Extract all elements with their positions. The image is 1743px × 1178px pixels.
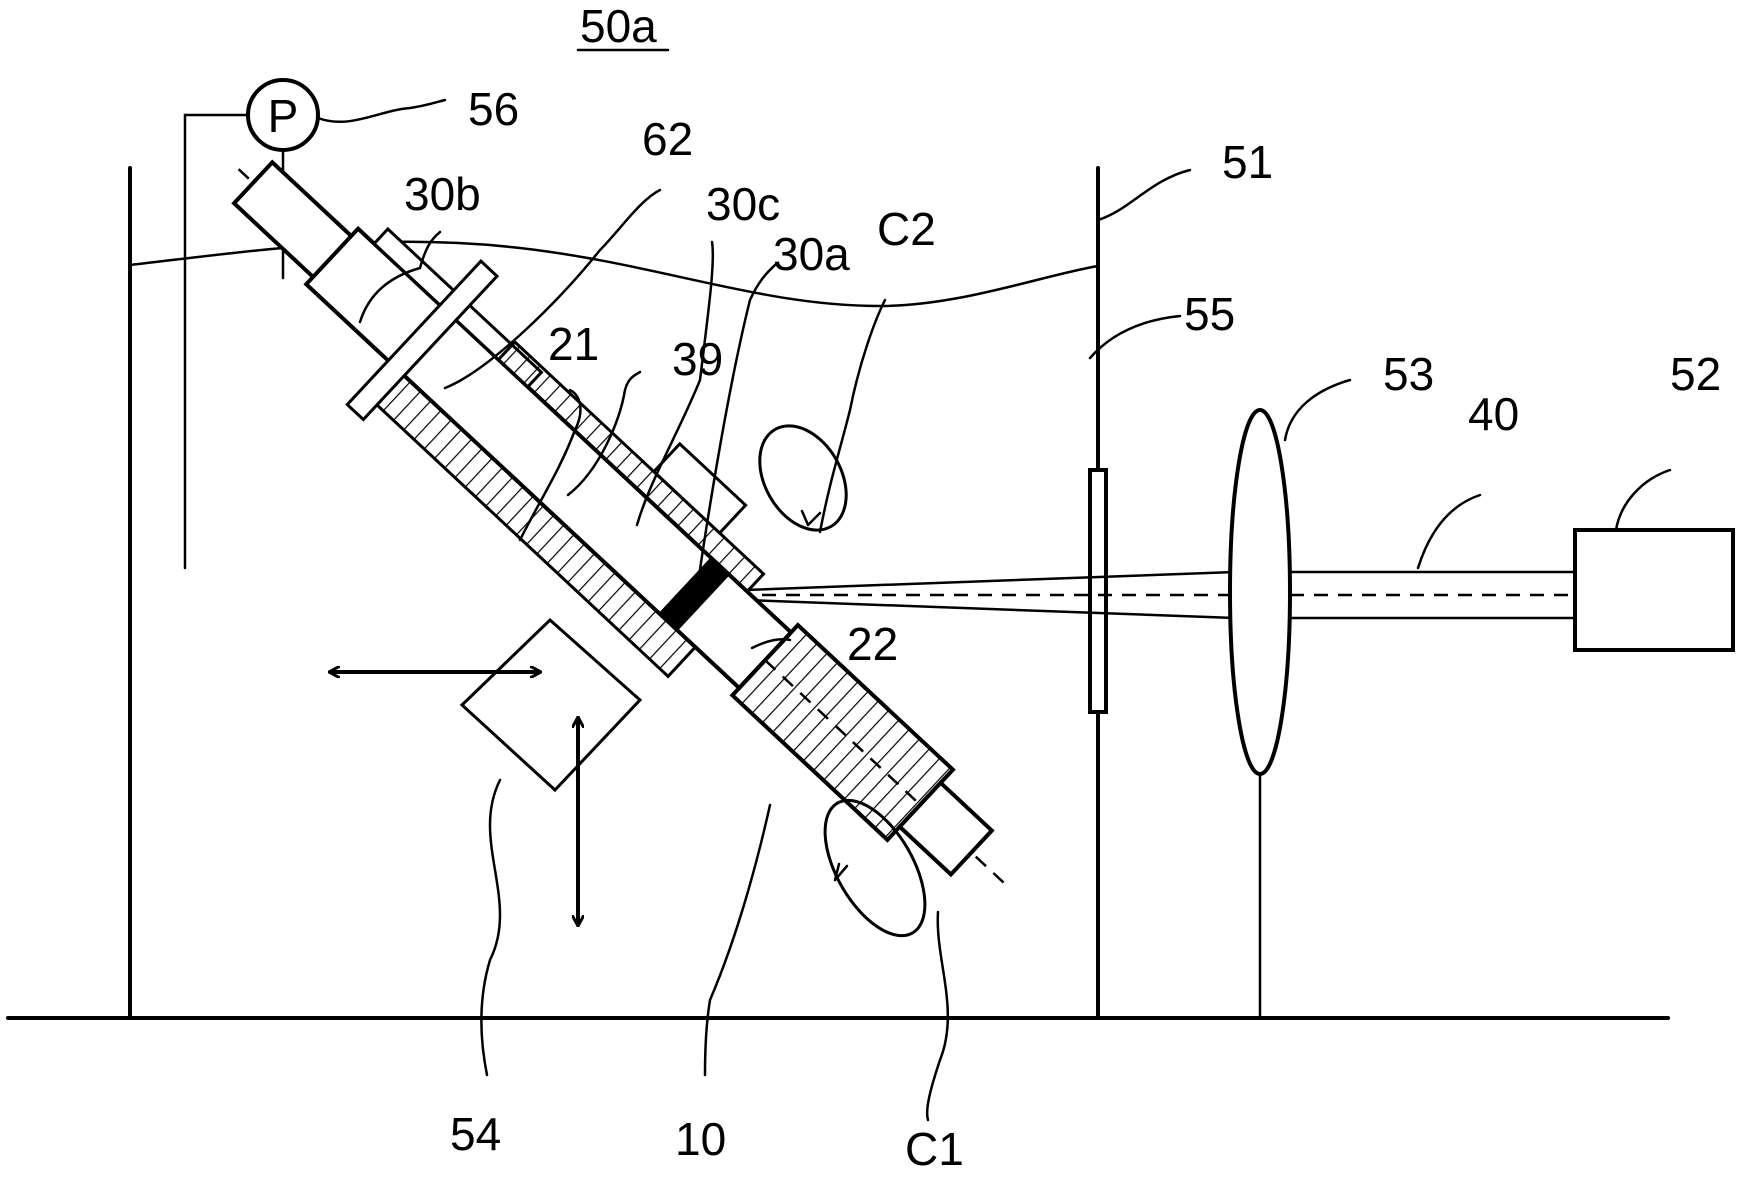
pump-symbol: P bbox=[268, 90, 299, 142]
window bbox=[1090, 470, 1106, 712]
label-30a: 30a bbox=[773, 228, 850, 280]
label-30b: 30b bbox=[404, 168, 481, 220]
pump-pipe-left bbox=[185, 115, 248, 568]
label-62: 62 bbox=[642, 113, 693, 165]
lens bbox=[1230, 410, 1290, 774]
label-c2: C2 bbox=[877, 203, 936, 255]
label-22: 22 bbox=[847, 618, 898, 670]
label-52: 52 bbox=[1670, 348, 1721, 400]
label-c1: C1 bbox=[905, 1123, 964, 1175]
label-51: 51 bbox=[1222, 136, 1273, 188]
label-53: 53 bbox=[1383, 348, 1434, 400]
label-55: 55 bbox=[1184, 288, 1235, 340]
pump: P bbox=[185, 80, 318, 568]
window-wall bbox=[1090, 168, 1106, 1018]
label-40: 40 bbox=[1468, 388, 1519, 440]
label-39: 39 bbox=[672, 333, 723, 385]
stage bbox=[462, 620, 640, 790]
label-30c: 30c bbox=[706, 178, 780, 230]
label-54: 54 bbox=[450, 1108, 501, 1160]
laser-source bbox=[1575, 530, 1733, 650]
liquid-surface bbox=[130, 242, 1098, 306]
label-21: 21 bbox=[548, 318, 599, 370]
label-10: 10 bbox=[675, 1113, 726, 1165]
label-56: 56 bbox=[468, 83, 519, 135]
figure-title: 50a bbox=[580, 0, 657, 52]
